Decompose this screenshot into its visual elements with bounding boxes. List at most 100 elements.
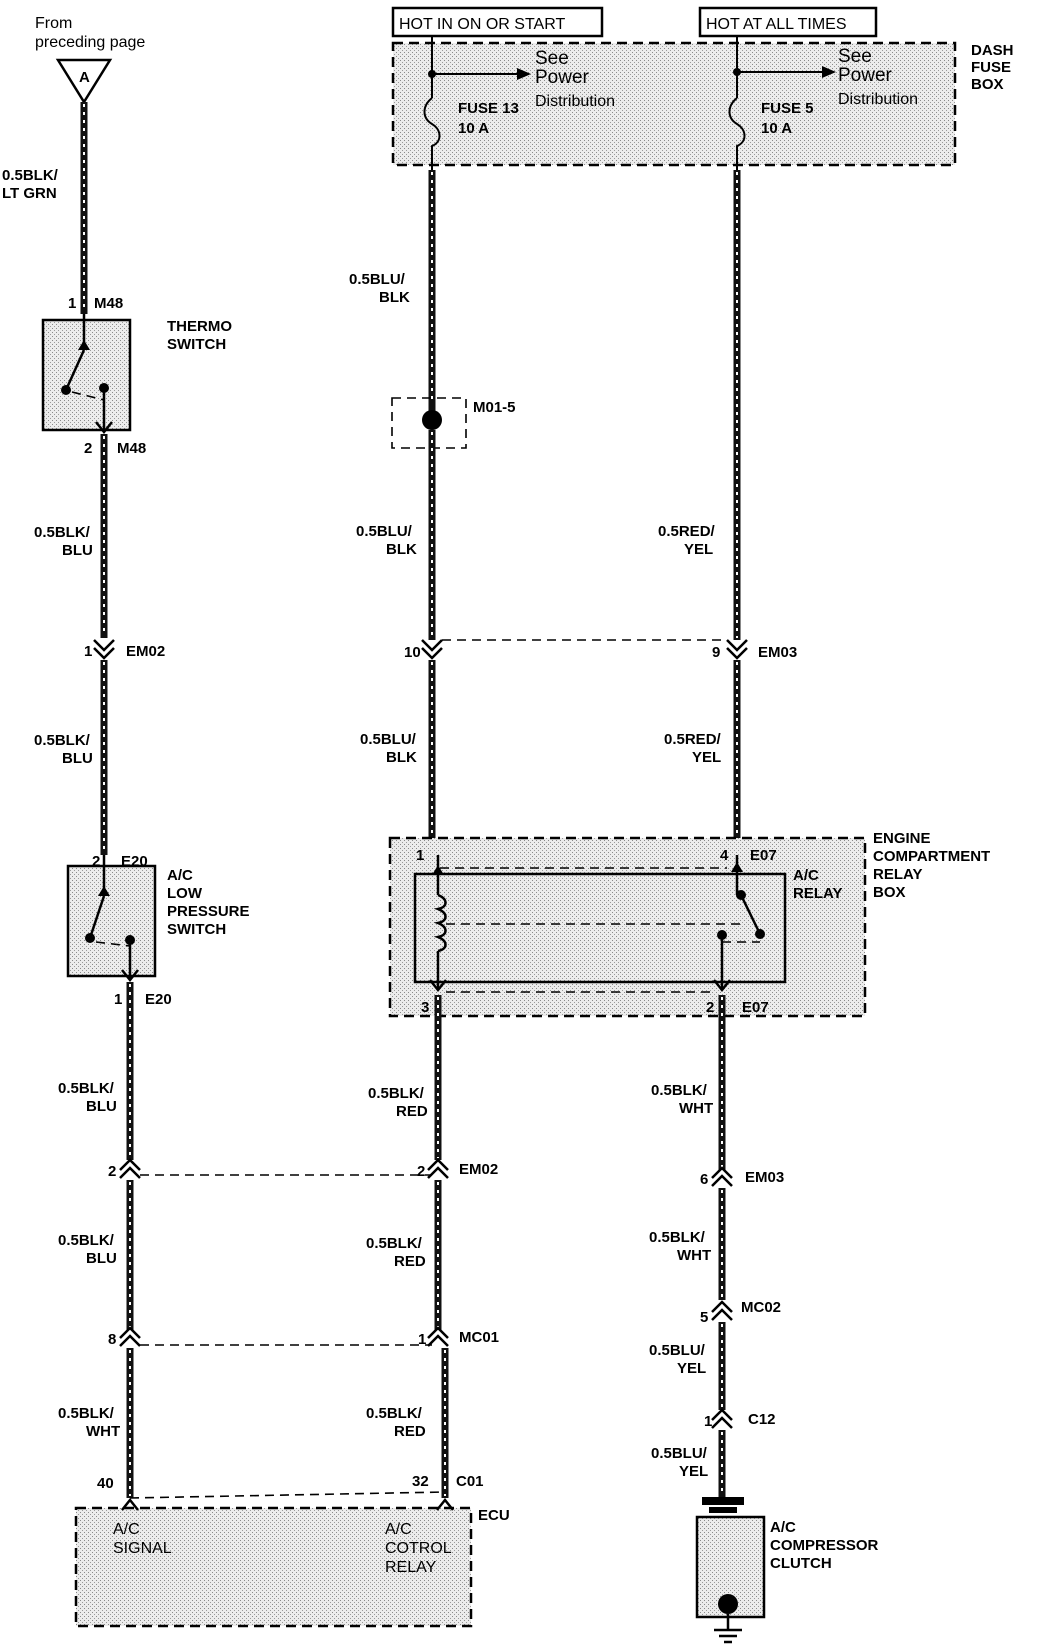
fuse-13: FUSE 13 10 A: [423, 36, 531, 170]
svg-text:2: 2: [417, 1163, 425, 1180]
svg-text:M01-5: M01-5: [473, 399, 516, 416]
svg-text:C01: C01: [456, 1473, 484, 1490]
connector-e07-top: E07: [750, 847, 777, 864]
svg-text:MC01: MC01: [459, 1329, 499, 1346]
ac-relay-coil: [429, 855, 740, 993]
connector-e07-bottom: E07: [742, 999, 769, 1016]
dash-fuse-box: [391, 41, 957, 167]
svg-text:BLU: BLU: [62, 750, 93, 767]
svg-text:RED: RED: [396, 1103, 428, 1120]
svg-text:RED: RED: [394, 1423, 426, 1440]
svg-text:0.5BLU/: 0.5BLU/: [349, 271, 406, 288]
svg-text:YEL: YEL: [692, 749, 721, 766]
svg-text:BLK: BLK: [379, 289, 410, 306]
svg-text:1: 1: [84, 643, 92, 660]
wire-label-red-yel-1: 0.5RED/ YEL: [658, 523, 716, 558]
wire-label-blu-blk-2: 0.5BLU/ BLK: [356, 523, 417, 558]
svg-text:0.5BLK/: 0.5BLK/: [368, 1085, 425, 1102]
svg-text:10 A: 10 A: [761, 120, 792, 137]
svg-text:COMPARTMENT: COMPARTMENT: [873, 848, 990, 865]
svg-text:FUSE 13: FUSE 13: [458, 100, 519, 117]
see-power-distribution-1: See Power Distribution: [535, 48, 615, 110]
svg-text:10: 10: [404, 644, 421, 661]
connector-mc01-pin8: 8: [108, 1326, 141, 1348]
connector-em03-pin10: 10: [404, 639, 443, 661]
hot-at-all-times-header: HOT AT ALL TIMES: [698, 6, 878, 38]
svg-text:5: 5: [700, 1309, 708, 1326]
svg-text:BLU: BLU: [86, 1250, 117, 1267]
svg-text:BOX: BOX: [971, 76, 1004, 93]
pin-e20-2: 2: [92, 853, 100, 870]
svg-text:EM03: EM03: [745, 1169, 784, 1186]
wire-label-blu-blk-1: 0.5BLU/ BLK: [349, 271, 410, 306]
svg-text:9: 9: [712, 644, 720, 661]
svg-text:0.5BLK/: 0.5BLK/: [651, 1082, 708, 1099]
svg-text:2: 2: [108, 1163, 116, 1180]
svg-text:BOX: BOX: [873, 884, 906, 901]
svg-text:EM02: EM02: [459, 1161, 498, 1178]
svg-text:SIGNAL: SIGNAL: [113, 1540, 172, 1557]
svg-text:40: 40: [97, 1475, 114, 1492]
connector-e20-top: E20: [121, 853, 148, 870]
svg-text:C12: C12: [748, 1411, 776, 1428]
ecu-pin32: 32 C01: [412, 1473, 484, 1511]
thermo-switch-box: [41, 318, 132, 432]
svg-text:THERMO: THERMO: [167, 318, 232, 335]
svg-text:HOT IN ON OR START: HOT IN ON OR START: [399, 16, 565, 33]
svg-text:See: See: [535, 48, 569, 69]
svg-text:PRESSURE: PRESSURE: [167, 903, 250, 920]
svg-text:Power: Power: [535, 67, 590, 88]
svg-text:0.5BLU/: 0.5BLU/: [356, 523, 413, 540]
ac-relay-label: A/C RELAY: [793, 867, 842, 902]
svg-text:0.5BLK/: 0.5BLK/: [649, 1229, 706, 1246]
pin-m48-2: 2: [84, 440, 92, 457]
svg-text:1: 1: [704, 1413, 712, 1430]
wire-label-blk-blu-3: 0.5BLK/ BLU: [58, 1080, 117, 1115]
svg-text:A/C: A/C: [793, 867, 819, 884]
svg-text:YEL: YEL: [679, 1463, 708, 1480]
connector-em02-pin1: 1 EM02: [84, 639, 165, 660]
wire-label-blk-wht-right-2: 0.5BLK/ WHT: [649, 1229, 711, 1264]
pin-m48-1: 1: [68, 295, 76, 312]
svg-text:LT GRN: LT GRN: [2, 185, 57, 202]
pin-e20-1: 1: [114, 991, 122, 1008]
hot-in-on-or-start-header: HOT IN ON OR START: [391, 6, 604, 38]
ac-low-pressure-switch-label: A/C LOW PRESSURE SWITCH: [167, 867, 250, 938]
pin-e07-3: 3: [421, 999, 429, 1016]
svg-text:RELAY: RELAY: [793, 885, 842, 902]
ac-signal-label: A/C SIGNAL: [113, 1521, 172, 1557]
fuse-5: FUSE 5 10 A: [728, 36, 836, 170]
pin-e07-1: 1: [416, 847, 424, 864]
ac-relay-switch: [713, 855, 765, 993]
svg-text:FUSE: FUSE: [971, 59, 1011, 76]
wire-label-blk-ltgrn: 0.5BLK/ LT GRN: [2, 167, 59, 202]
svg-text:A/C: A/C: [770, 1519, 796, 1536]
svg-text:0.5BLK/: 0.5BLK/: [34, 732, 91, 749]
ac-relay-box: [413, 872, 787, 984]
dash-fuse-box-label: DASH FUSE BOX: [971, 42, 1014, 93]
svg-text:SWITCH: SWITCH: [167, 921, 226, 938]
connector-em03-pin9: 9 EM03: [712, 639, 797, 661]
connector-c01-link: [129, 1491, 446, 1499]
svg-text:From: From: [35, 15, 72, 32]
svg-text:0.5RED/: 0.5RED/: [664, 731, 722, 748]
svg-text:0.5BLK/: 0.5BLK/: [58, 1080, 115, 1097]
see-power-distribution-2: See Power Distribution: [838, 46, 918, 108]
svg-text:YEL: YEL: [677, 1360, 706, 1377]
wire-label-blu-blk-3: 0.5BLU/ BLK: [360, 731, 417, 766]
ac-low-pressure-switch-box: [66, 864, 157, 978]
svg-text:LOW: LOW: [167, 885, 203, 902]
svg-text:A/C: A/C: [167, 867, 193, 884]
wire-label-blk-wht-right-1: 0.5BLK/ WHT: [651, 1082, 713, 1117]
svg-text:See: See: [838, 46, 872, 67]
svg-text:WHT: WHT: [677, 1247, 711, 1264]
svg-text:32: 32: [412, 1473, 429, 1490]
svg-text:8: 8: [108, 1331, 116, 1348]
wire-label-blk-red-1: 0.5BLK/ RED: [368, 1085, 428, 1120]
from-preceding-page-label: From preceding page: [35, 15, 145, 51]
svg-text:COMPRESSOR: COMPRESSOR: [770, 1537, 879, 1554]
svg-text:RELAY: RELAY: [385, 1559, 437, 1576]
svg-text:0.5BLU/: 0.5BLU/: [651, 1445, 708, 1462]
connector-e20-bottom: E20: [145, 991, 172, 1008]
svg-text:0.5BLU/: 0.5BLU/: [649, 1342, 706, 1359]
